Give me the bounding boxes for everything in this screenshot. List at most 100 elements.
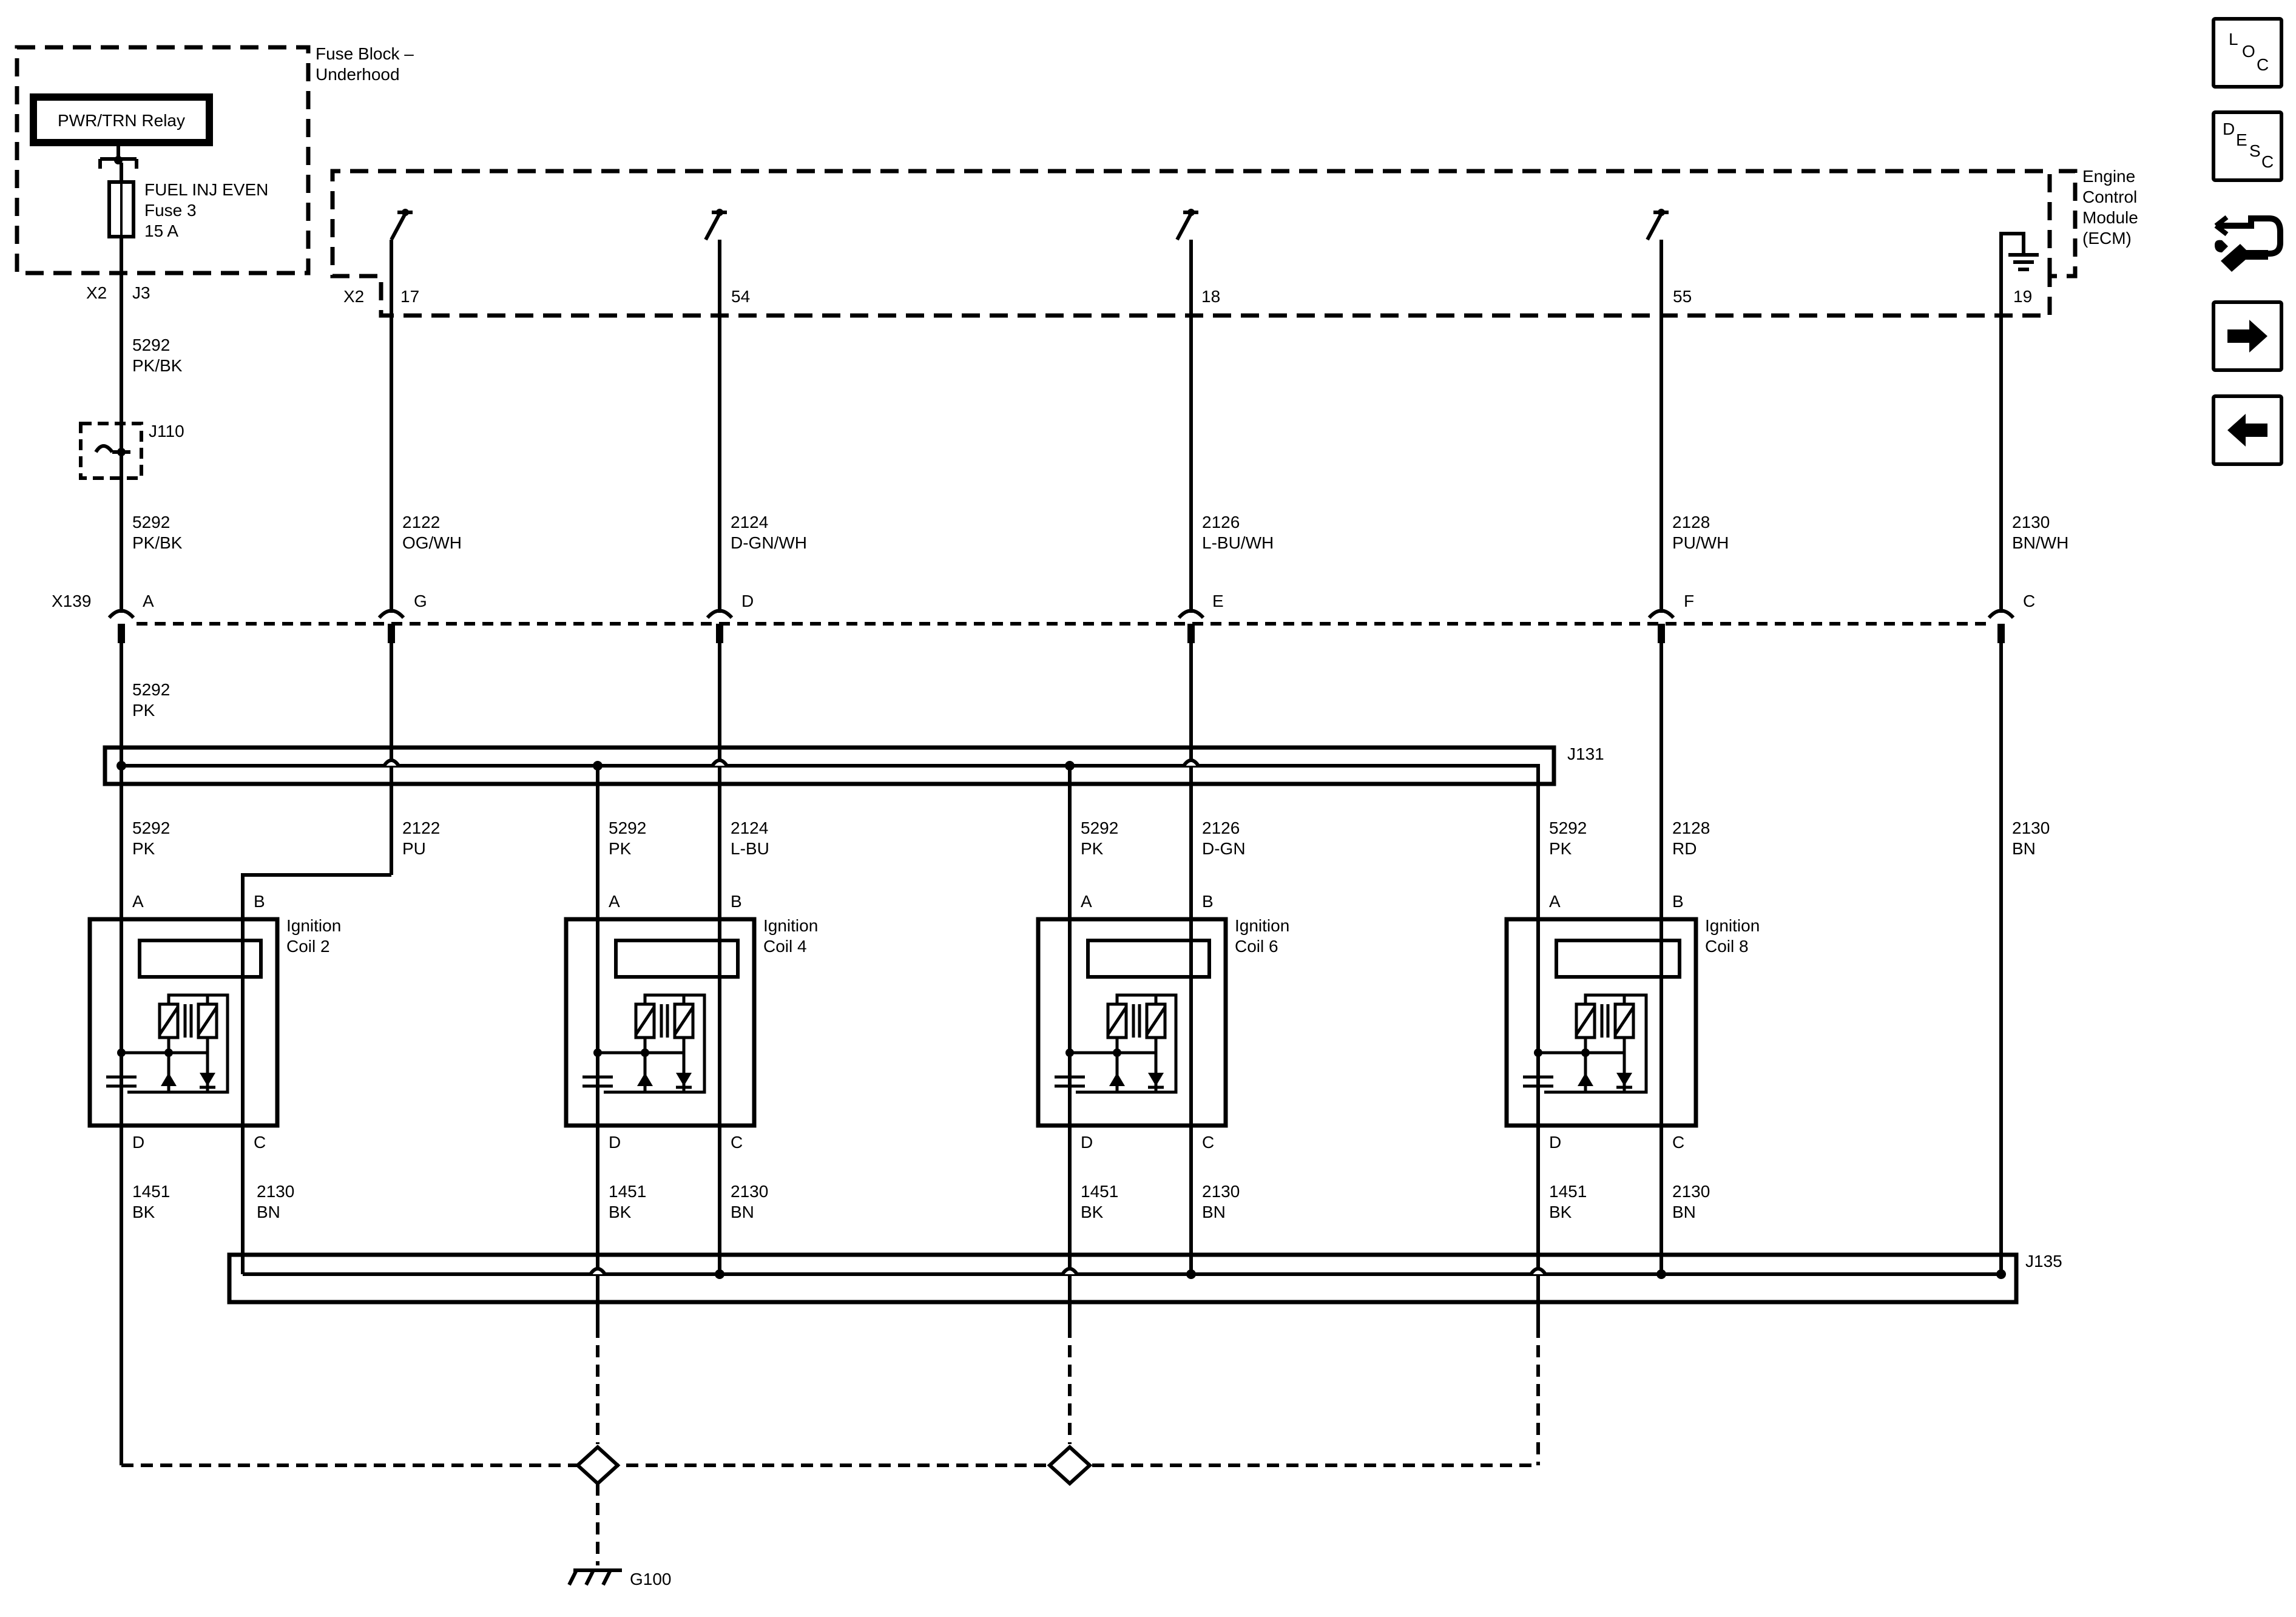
ecm-low-ref-circuit: 2130	[2012, 819, 2050, 837]
wire-2130-color: BN/WH	[2012, 533, 2068, 552]
coil8-pin-b: B	[1672, 892, 1684, 911]
coil6-signal-circuit: 2126	[1202, 819, 1240, 837]
ecm-internal-ground-icon	[1999, 232, 2039, 271]
coil4-pin-d: D	[609, 1133, 621, 1152]
coil8-lowref-circuit: 2130	[1672, 1182, 1710, 1201]
wire-5292-pk-circuit: 5292	[132, 680, 170, 699]
wire-5292-pk-color: PK	[132, 701, 155, 720]
coil4-feed-color: PK	[609, 839, 632, 858]
coil2-name-line-1: Ignition	[286, 916, 341, 935]
wire-5292-mid-color: PK/BK	[132, 533, 183, 552]
coil2-pin-b: B	[254, 892, 265, 911]
x139-terminal-a: A	[143, 592, 154, 610]
coil4-pin-b: B	[731, 892, 742, 911]
coil8-feed-color: PK	[1549, 839, 1572, 858]
ecm-connector-x2: X2	[343, 287, 364, 306]
fuse-name: FUEL INJ EVEN	[144, 180, 268, 199]
x139-terminal-c: C	[2023, 592, 2035, 610]
coil4-pin-a: A	[609, 892, 620, 911]
ground-network: G100	[121, 1326, 1540, 1588]
j131-splice-pack: J131	[103, 744, 1604, 916]
coil2-signal-color: PU	[402, 839, 426, 858]
wire-2122-circuit: 2122	[402, 513, 440, 532]
coil2-feed-circuit: 5292	[132, 819, 170, 837]
coil4-pin-c: C	[731, 1133, 743, 1152]
wire-5292-mid-circuit: 5292	[132, 513, 170, 532]
desc-letter-d: D	[2223, 120, 2235, 138]
wire-2122-color: OG/WH	[402, 533, 462, 552]
previous-page-button[interactable]	[2212, 394, 2283, 466]
ecm-pin-55: 55	[1673, 287, 1692, 306]
pwr-trn-relay: PWR/TRN Relay	[30, 93, 213, 146]
coil6-feed-circuit: 5292	[1081, 819, 1118, 837]
x139-label: X139	[52, 592, 91, 610]
ecm-label-4: (ECM)	[2082, 229, 2132, 248]
coil8-pin-c: C	[1672, 1133, 1684, 1152]
coil4-feed-circuit: 5292	[609, 819, 646, 837]
coil2-pin-d: D	[132, 1133, 144, 1152]
coil6-lowref-circuit: 2130	[1202, 1182, 1240, 1201]
fuse-block-title-2: Underhood	[316, 65, 400, 84]
desc-button[interactable]: D E S C	[2212, 110, 2283, 182]
coil4-ground-color: BK	[609, 1203, 632, 1221]
ecm-label-3: Module	[2082, 208, 2138, 227]
desc-letter-e: E	[2236, 130, 2247, 149]
coil8-pin-a: A	[1549, 892, 1561, 911]
ecm-label-1: Engine	[2082, 167, 2135, 186]
coil2-pin-a: A	[132, 892, 144, 911]
x139-terminal-g: G	[414, 592, 427, 610]
fuel-inj-even-fuse-icon	[107, 163, 135, 273]
coil4-lowref-circuit: 2130	[731, 1182, 768, 1201]
wire-2126-color: L-BU/WH	[1202, 533, 1274, 552]
wire-2130-circuit: 2130	[2012, 513, 2050, 532]
ecm-pin-54: 54	[731, 287, 750, 306]
j110-label: J110	[149, 422, 184, 441]
coil4-signal-circuit: 2124	[731, 819, 768, 837]
coil4-ground-circuit: 1451	[609, 1182, 646, 1201]
coil2-signal-circuit: 2122	[402, 819, 440, 837]
x139-terminal-e: E	[1212, 592, 1224, 610]
coil2-feed-color: PK	[132, 839, 155, 858]
fuse-terminal-j3: J3	[132, 283, 150, 302]
fuse-connector-x2: X2	[86, 283, 107, 302]
g100-ground-icon	[567, 1568, 622, 1586]
coil8-signal-circuit: 2128	[1672, 819, 1710, 837]
loc-button[interactable]: L O C	[2212, 17, 2283, 89]
coil8-signal-color: RD	[1672, 839, 1697, 858]
fuse-block-underhood: Fuse Block – Underhood PWR/TRN Relay FUE…	[15, 44, 414, 302]
loc-letter-o: O	[2242, 42, 2255, 61]
next-page-button[interactable]	[2212, 300, 2283, 372]
wire-2128-color: PU/WH	[1672, 533, 1729, 552]
ecm-pin-18: 18	[1201, 287, 1220, 306]
coil4-signal-color: L-BU	[731, 839, 769, 858]
coil6-ground-circuit: 1451	[1081, 1182, 1118, 1201]
ecm-low-ref-color: BN	[2012, 839, 2036, 858]
wire-2124-circuit: 2124	[731, 513, 768, 532]
coil6-name-line-2: Coil 6	[1235, 937, 1278, 956]
connector-tools-icon[interactable]	[2209, 200, 2286, 278]
j135-splice-pack: J135	[227, 1129, 2062, 1326]
ecm-driver-switch-icon	[390, 209, 1669, 241]
connector-x139: X139 A G D E F C 5292 PK	[52, 592, 2035, 720]
coil2-ground-color: BK	[132, 1203, 155, 1221]
fuse-block-title-1: Fuse Block –	[316, 44, 414, 63]
j135-label: J135	[2025, 1252, 2062, 1271]
coil2-pin-c: C	[254, 1133, 266, 1152]
coil6-lowref-color: BN	[1202, 1203, 1226, 1221]
coil6-feed-color: PK	[1081, 839, 1104, 858]
x139-terminal-d: D	[741, 592, 754, 610]
wire-5292-upper-color: PK/BK	[132, 356, 183, 375]
coil6-signal-color: D-GN	[1202, 839, 1246, 858]
ecm-pin-17: 17	[400, 287, 419, 306]
coil6-ground-color: BK	[1081, 1203, 1104, 1221]
coil4-name-line-2: Coil 4	[763, 937, 807, 956]
j110-splice: J110	[79, 419, 184, 480]
fuse-number: Fuse 3	[144, 201, 197, 220]
coil6-name-line-1: Ignition	[1235, 916, 1289, 935]
